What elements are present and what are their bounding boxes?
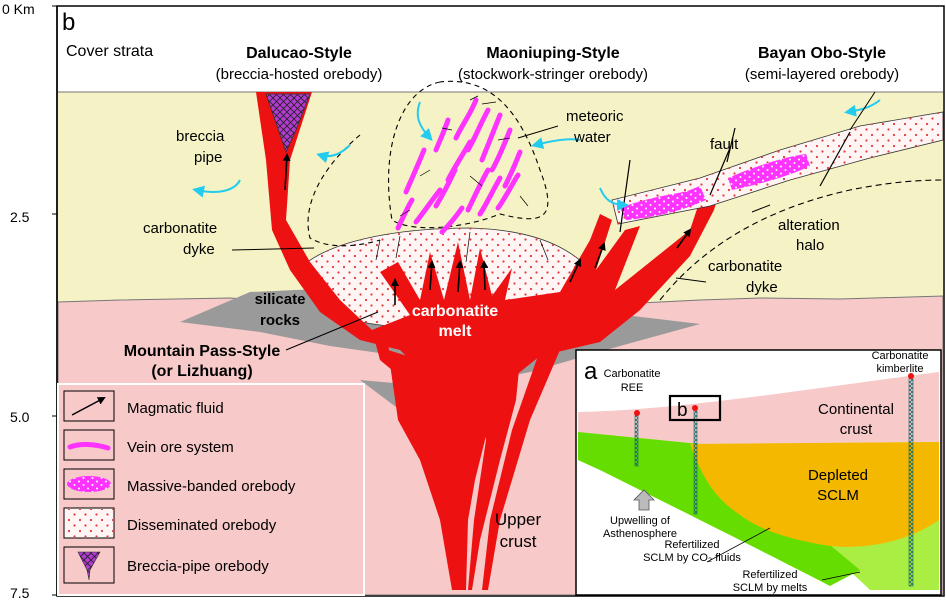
inset-continental-2: crust (840, 421, 873, 438)
carbonatite-melt-system (256, 92, 722, 590)
legend-label: Magmatic fluid (127, 400, 224, 417)
legend-label: Massive-banded orebody (127, 478, 296, 495)
inset-upwelling-1: Upwelling of (610, 515, 671, 527)
label-crust: crust (500, 532, 537, 551)
massive-icon (67, 476, 111, 492)
vein-ore-system (395, 97, 523, 235)
breccia-pipe-orebody (265, 93, 311, 154)
legend-label: Breccia-pipe orebody (127, 558, 269, 575)
inset-b-box-label: b (677, 400, 688, 421)
halo-right (659, 179, 944, 301)
depth-tick-7-5: 7.5 (10, 585, 30, 601)
label-carbonatite-melt-2: melt (439, 323, 473, 340)
label-mountain-pass: Mountain Pass-Style (124, 343, 281, 360)
massive-banded-orebody-1 (620, 186, 706, 220)
vein-icon (67, 442, 111, 451)
style-title-maoniuping: Maoniuping-Style (486, 45, 619, 62)
panel-letter-b: b (62, 9, 75, 36)
inset-continental-1: Continental (818, 401, 894, 418)
inset-conduit-1 (634, 413, 639, 467)
label-silicate: silicate (255, 291, 306, 308)
label-meteoric: meteoric (566, 108, 624, 125)
style-title-dalucao: Dalucao-Style (246, 45, 352, 62)
halo-stockwork (388, 80, 549, 229)
label-dyke-left-1: carbonatite (143, 220, 217, 237)
massive-banded-orebody-2 (728, 154, 810, 190)
inset-kimberlite-1: Carbonatite (872, 350, 929, 362)
cover-strata-label: Cover strata (66, 43, 153, 60)
inset-kimberlite-2: kimberlite (876, 363, 923, 375)
legend-item-massive-banded: Massive-banded orebody (63, 468, 296, 500)
legend-label: Vein ore system (127, 439, 234, 456)
inset-upwelling-2: Asthenosphere (603, 528, 677, 540)
inset-carbonatite-ree-2: REE (621, 382, 644, 394)
style-subtitle-dalucao: (breccia-hosted orebody) (216, 66, 383, 83)
inset-carbonatite-ree-1: Carbonatite (604, 368, 661, 380)
label-dyke-right-1: carbonatite (708, 258, 782, 275)
label-breccia: breccia (176, 128, 225, 145)
inset-refert-melts-1: Refertilized (742, 569, 797, 581)
label-dyke-left-2: dyke (183, 241, 215, 258)
legend-item-vein-ore: Vein ore system (63, 429, 234, 461)
magmatic-fluid-arrows (282, 153, 692, 305)
legend: Magmatic fluid Vein ore system Massive-b… (57, 383, 365, 596)
dots-icon (65, 509, 113, 537)
label-rocks: rocks (260, 312, 300, 329)
legend-item-disseminated: Disseminated orebody (63, 507, 277, 539)
depth-tick-5: 5.0 (10, 409, 30, 425)
inset-conduit-3 (908, 377, 914, 587)
inset-depleted-2: SCLM (817, 487, 859, 504)
upwelling-arrow-icon (633, 489, 655, 511)
style-subtitle-bayan-obo: (semi-layered orebody) (745, 66, 899, 83)
label-alteration: alteration (778, 217, 840, 234)
inset-depleted-sclm (690, 442, 939, 547)
inset-refert-co2-1: Refertilized (664, 539, 719, 551)
legend-label: Disseminated orebody (127, 517, 277, 534)
leader-lines (231, 91, 876, 351)
inset-refert-co2-2: SCLM by CO₂ fluids (643, 552, 741, 564)
inset-refertilized-co2 (578, 432, 860, 586)
depth-tick-0: 0 Km (2, 1, 35, 17)
stockwork-fractures (375, 95, 549, 263)
style-title-bayan-obo: Bayan Obo-Style (758, 45, 886, 62)
inset-conduit-2 (693, 409, 698, 515)
inset-panel-a: b a Carbonatite REE Carbonatite kimberli… (575, 349, 942, 596)
breccia-icon (77, 551, 101, 581)
label-carbonatite-melt-1: carbonatite (412, 303, 498, 320)
inset-b-box (668, 394, 722, 422)
label-fault: fault (710, 136, 739, 153)
arrow-icon (71, 397, 106, 416)
label-dyke-right-2: dyke (746, 279, 778, 296)
depth-axis: 0 Km 2.5 5.0 7.5 (2, 1, 58, 601)
inset-letter-a: a (584, 358, 598, 385)
legend-item-magmatic-fluid: Magmatic fluid (63, 390, 224, 422)
label-halo: halo (796, 237, 824, 254)
legend-item-breccia-pipe: Breccia-pipe orebody (63, 546, 269, 584)
style-subtitle-maoniuping: (stockwork-stringer orebody) (458, 66, 648, 83)
label-lizhuang: (or Lizhuang) (151, 363, 252, 380)
label-water: water (573, 129, 611, 146)
inset-depleted-1: Depleted (808, 467, 868, 484)
label-pipe: pipe (194, 149, 222, 166)
faults (619, 127, 851, 233)
depth-tick-2-5: 2.5 (10, 209, 30, 225)
inset-continental-crust (578, 372, 939, 444)
inset-refert-melts-2: SCLM by melts (733, 582, 808, 594)
label-upper: Upper (495, 510, 542, 529)
